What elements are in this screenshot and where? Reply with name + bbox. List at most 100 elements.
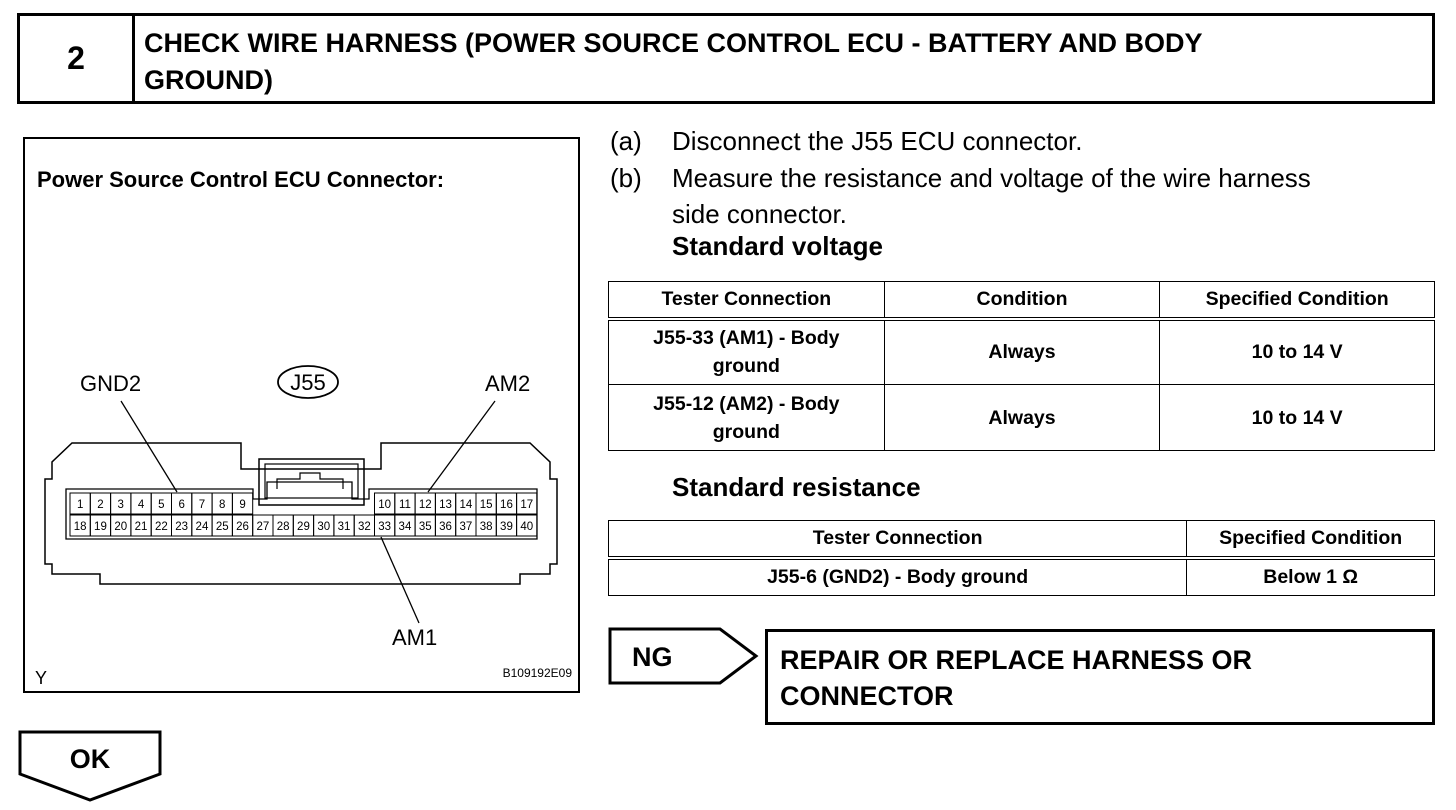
pin-number: 17 — [520, 499, 533, 511]
resistance-header-connection: Tester Connection — [607, 520, 1188, 560]
pin-number: 9 — [239, 499, 245, 511]
resistance-row: J55-6 (GND2) - Body ground Below 1 Ω — [607, 557, 1435, 596]
pin-number: 21 — [135, 521, 148, 533]
voltage-header-specified: Specified Condition — [1159, 281, 1435, 321]
pin-number: 10 — [378, 499, 391, 511]
resistance-table: Tester Connection Specified Condition J5… — [607, 520, 1435, 596]
pin-cell — [516, 514, 538, 537]
voltage-row-specified: 10 to 14 V — [1159, 384, 1435, 451]
gnd2-leader — [120, 400, 178, 493]
pin-number: 30 — [317, 521, 330, 533]
pin-number: 22 — [155, 521, 168, 533]
pin-number: 11 — [399, 499, 411, 511]
pin-number: 23 — [175, 521, 188, 533]
pin-number: 34 — [399, 521, 412, 533]
lock-latch — [276, 472, 344, 489]
resistance-row-specified: Below 1 Ω — [1186, 557, 1435, 596]
step-b-text-line-1: Measure the resistance and voltage of th… — [672, 163, 1311, 193]
voltage-row: J55-33 (AM1) - Body ground Always 10 to … — [608, 318, 1435, 385]
pin-number: 37 — [459, 521, 472, 533]
lock-tab-inner — [264, 463, 359, 499]
pin-number: 12 — [419, 499, 432, 511]
pin-number: 16 — [500, 499, 513, 511]
connector-diagram: Power Source Control ECU Connector: J55 … — [35, 167, 573, 688]
am1-leader — [380, 536, 420, 624]
pin-number: 3 — [118, 499, 124, 511]
step-b-text-line-2: side connector. — [672, 199, 847, 229]
pin-number: 40 — [520, 521, 533, 533]
pin-cell — [231, 492, 254, 515]
connector-id-oval — [277, 365, 339, 399]
connector-housing — [44, 442, 558, 585]
pin-number: 19 — [94, 521, 107, 533]
pin-cell — [516, 492, 538, 515]
voltage-row-condition: Always — [883, 318, 1161, 385]
ng-arrow-shape — [608, 627, 759, 685]
ng-action-line-1: REPAIR OR REPLACE HARNESS OR — [780, 645, 1253, 675]
pin-number: 35 — [419, 521, 432, 533]
pin-number: 6 — [178, 499, 184, 511]
connector-id-label: J55 — [290, 370, 325, 395]
pin-number: 32 — [358, 521, 371, 533]
pin-number: 20 — [114, 521, 127, 533]
voltage-row-condition: Always — [883, 384, 1161, 451]
step-title-line-2: GROUND) — [144, 65, 273, 95]
resistance-table-header: Tester Connection Specified Condition — [607, 520, 1435, 560]
pin-number: 33 — [378, 521, 391, 533]
connection-line-1: J55-33 (AM1) - Body — [653, 327, 840, 350]
step-title-line-1: CHECK WIRE HARNESS (POWER SOURCE CONTROL… — [144, 28, 1203, 58]
pin-number: 28 — [277, 521, 290, 533]
pin-number: 13 — [439, 499, 452, 511]
connection-line-2: ground — [712, 355, 780, 378]
pin-number: 8 — [219, 499, 225, 511]
step-b-letter: (b) — [610, 163, 642, 193]
pin-number: 18 — [74, 521, 87, 533]
gnd2-label: GND2 — [80, 371, 141, 396]
step-b: (b) Measure the resistance and voltage o… — [610, 160, 1450, 232]
resistance-heading: Standard resistance — [672, 472, 921, 502]
pin-number: 25 — [216, 521, 229, 533]
pin-number: 14 — [459, 499, 472, 511]
connector-figure: Power Source Control ECU Connector: J55 … — [23, 137, 580, 693]
pin-number: 7 — [199, 499, 205, 511]
step-header: 2 CHECK WIRE HARNESS (POWER SOURCE CONTR… — [17, 13, 1435, 104]
pin-number: 1 — [77, 499, 83, 511]
am2-label: AM2 — [485, 371, 530, 396]
step-a: (a) Disconnect the J55 ECU connector. — [610, 123, 1450, 159]
pin-number: 36 — [439, 521, 452, 533]
ng-action-box: REPAIR OR REPLACE HARNESS OR CONNECTOR — [765, 629, 1435, 725]
ok-arrow-shape — [18, 730, 162, 802]
ng-action-line-2: CONNECTOR — [780, 681, 954, 711]
pin-number: 5 — [158, 499, 164, 511]
am1-label: AM1 — [392, 625, 437, 650]
step-a-text: Disconnect the J55 ECU connector. — [672, 126, 1083, 156]
connection-line-2: ground — [712, 420, 780, 443]
am2-leader — [427, 400, 496, 493]
figure-title: Power Source Control ECU Connector: — [37, 167, 444, 192]
pin-number: 2 — [97, 499, 103, 511]
pin-number: 24 — [196, 521, 209, 533]
pin-number: 15 — [480, 499, 493, 511]
voltage-row-connection: J55-33 (AM1) - Body ground — [608, 318, 885, 385]
voltage-row: J55-12 (AM2) - Body ground Always 10 to … — [608, 384, 1435, 451]
voltage-table-header: Tester Connection Condition Specified Co… — [608, 281, 1435, 321]
ok-label: OK — [70, 744, 111, 774]
ng-arrow: NG — [608, 627, 759, 685]
pin-number: 27 — [256, 521, 269, 533]
ok-arrow: OK — [18, 730, 162, 802]
voltage-table: Tester Connection Condition Specified Co… — [608, 281, 1435, 451]
figure-code: B109192E09 — [503, 666, 573, 680]
step-number: 2 — [20, 16, 135, 101]
pin-number: 4 — [138, 499, 145, 511]
voltage-header-connection: Tester Connection — [608, 281, 885, 321]
figure-corner-letter: Y — [35, 668, 47, 688]
voltage-row-specified: 10 to 14 V — [1159, 318, 1435, 385]
resistance-row-connection: J55-6 (GND2) - Body ground — [607, 557, 1188, 596]
lock-tab-outer — [258, 458, 365, 506]
pin-number: 31 — [338, 521, 351, 533]
pin-number: 38 — [480, 521, 493, 533]
step-title: CHECK WIRE HARNESS (POWER SOURCE CONTROL… — [144, 25, 1412, 99]
resistance-header-specified: Specified Condition — [1186, 520, 1435, 560]
connection-line-1: J55-12 (AM2) - Body — [653, 392, 840, 415]
